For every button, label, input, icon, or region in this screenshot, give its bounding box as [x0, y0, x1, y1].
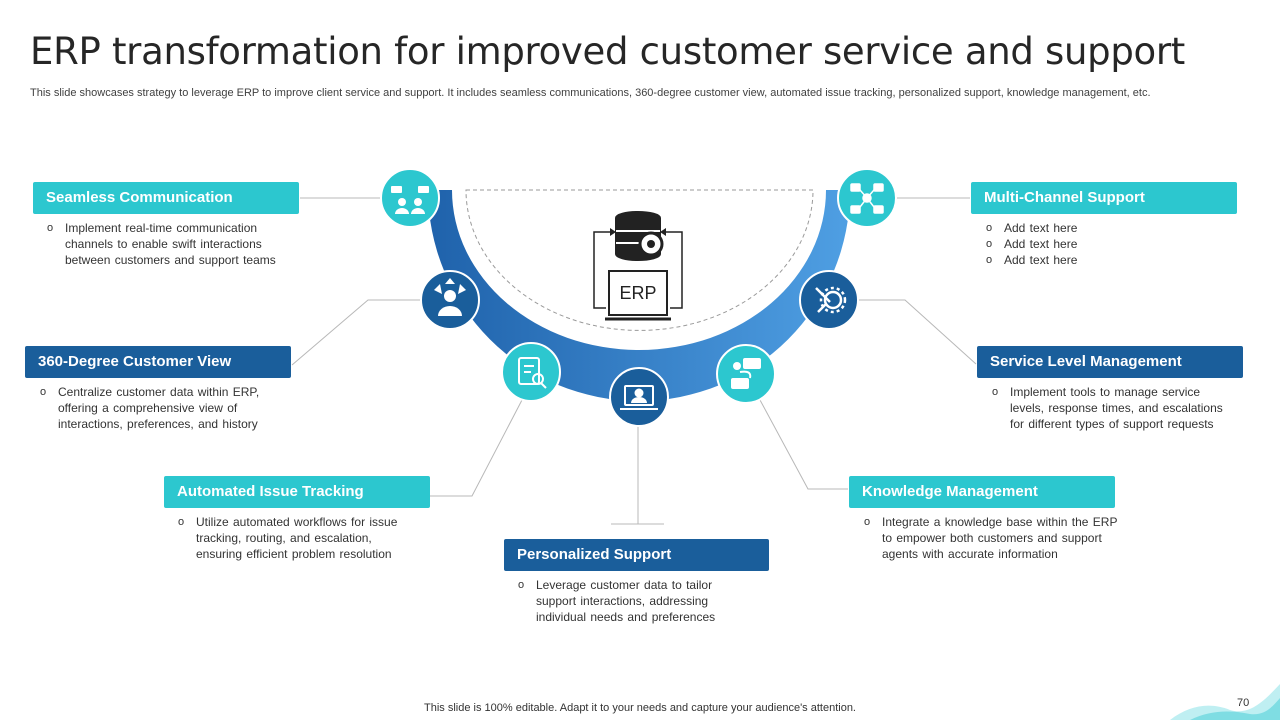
label-customer-view: 360-Degree Customer View [25, 346, 291, 378]
label-personalized-support: Personalized Support [504, 539, 769, 571]
customer-view-circle [420, 270, 480, 330]
label-multichannel: Multi-Channel Support [971, 182, 1237, 214]
erp-center-label: ERP [619, 283, 656, 303]
clipboard-search-icon [518, 357, 547, 389]
slide-footer: This slide is 100% editable. Adapt it to… [424, 702, 856, 714]
personalized-circle [609, 367, 669, 427]
page-number: 70 [1237, 697, 1250, 709]
corner-wave-decoration [1170, 684, 1280, 720]
issue-tracking-circle [501, 342, 561, 402]
chat-exchange-icon [731, 358, 761, 389]
multichannel-circle [837, 168, 897, 228]
label-knowledge-management: Knowledge Management [849, 476, 1115, 508]
connector-lines [291, 197, 977, 525]
service-level-circle [799, 270, 859, 330]
gear-tools-icon [815, 286, 847, 314]
network-icon [850, 183, 884, 214]
label-service-level: Service Level Management [977, 346, 1243, 378]
laptop-user-icon [620, 385, 658, 410]
slide-subtitle: This slide showcases strategy to leverag… [30, 87, 1151, 99]
label-seamless-communication: Seamless Communication [33, 182, 299, 214]
customer-view-icon [434, 278, 466, 316]
communication-icon [391, 186, 429, 214]
erp-database-icon [593, 211, 683, 321]
inner-dashed-arc [465, 189, 814, 331]
slide-title: ERP transformation for improved customer… [30, 30, 1185, 73]
seamless-circle [380, 168, 440, 228]
label-issue-tracking: Automated Issue Tracking [164, 476, 430, 508]
knowledge-circle [716, 344, 776, 404]
